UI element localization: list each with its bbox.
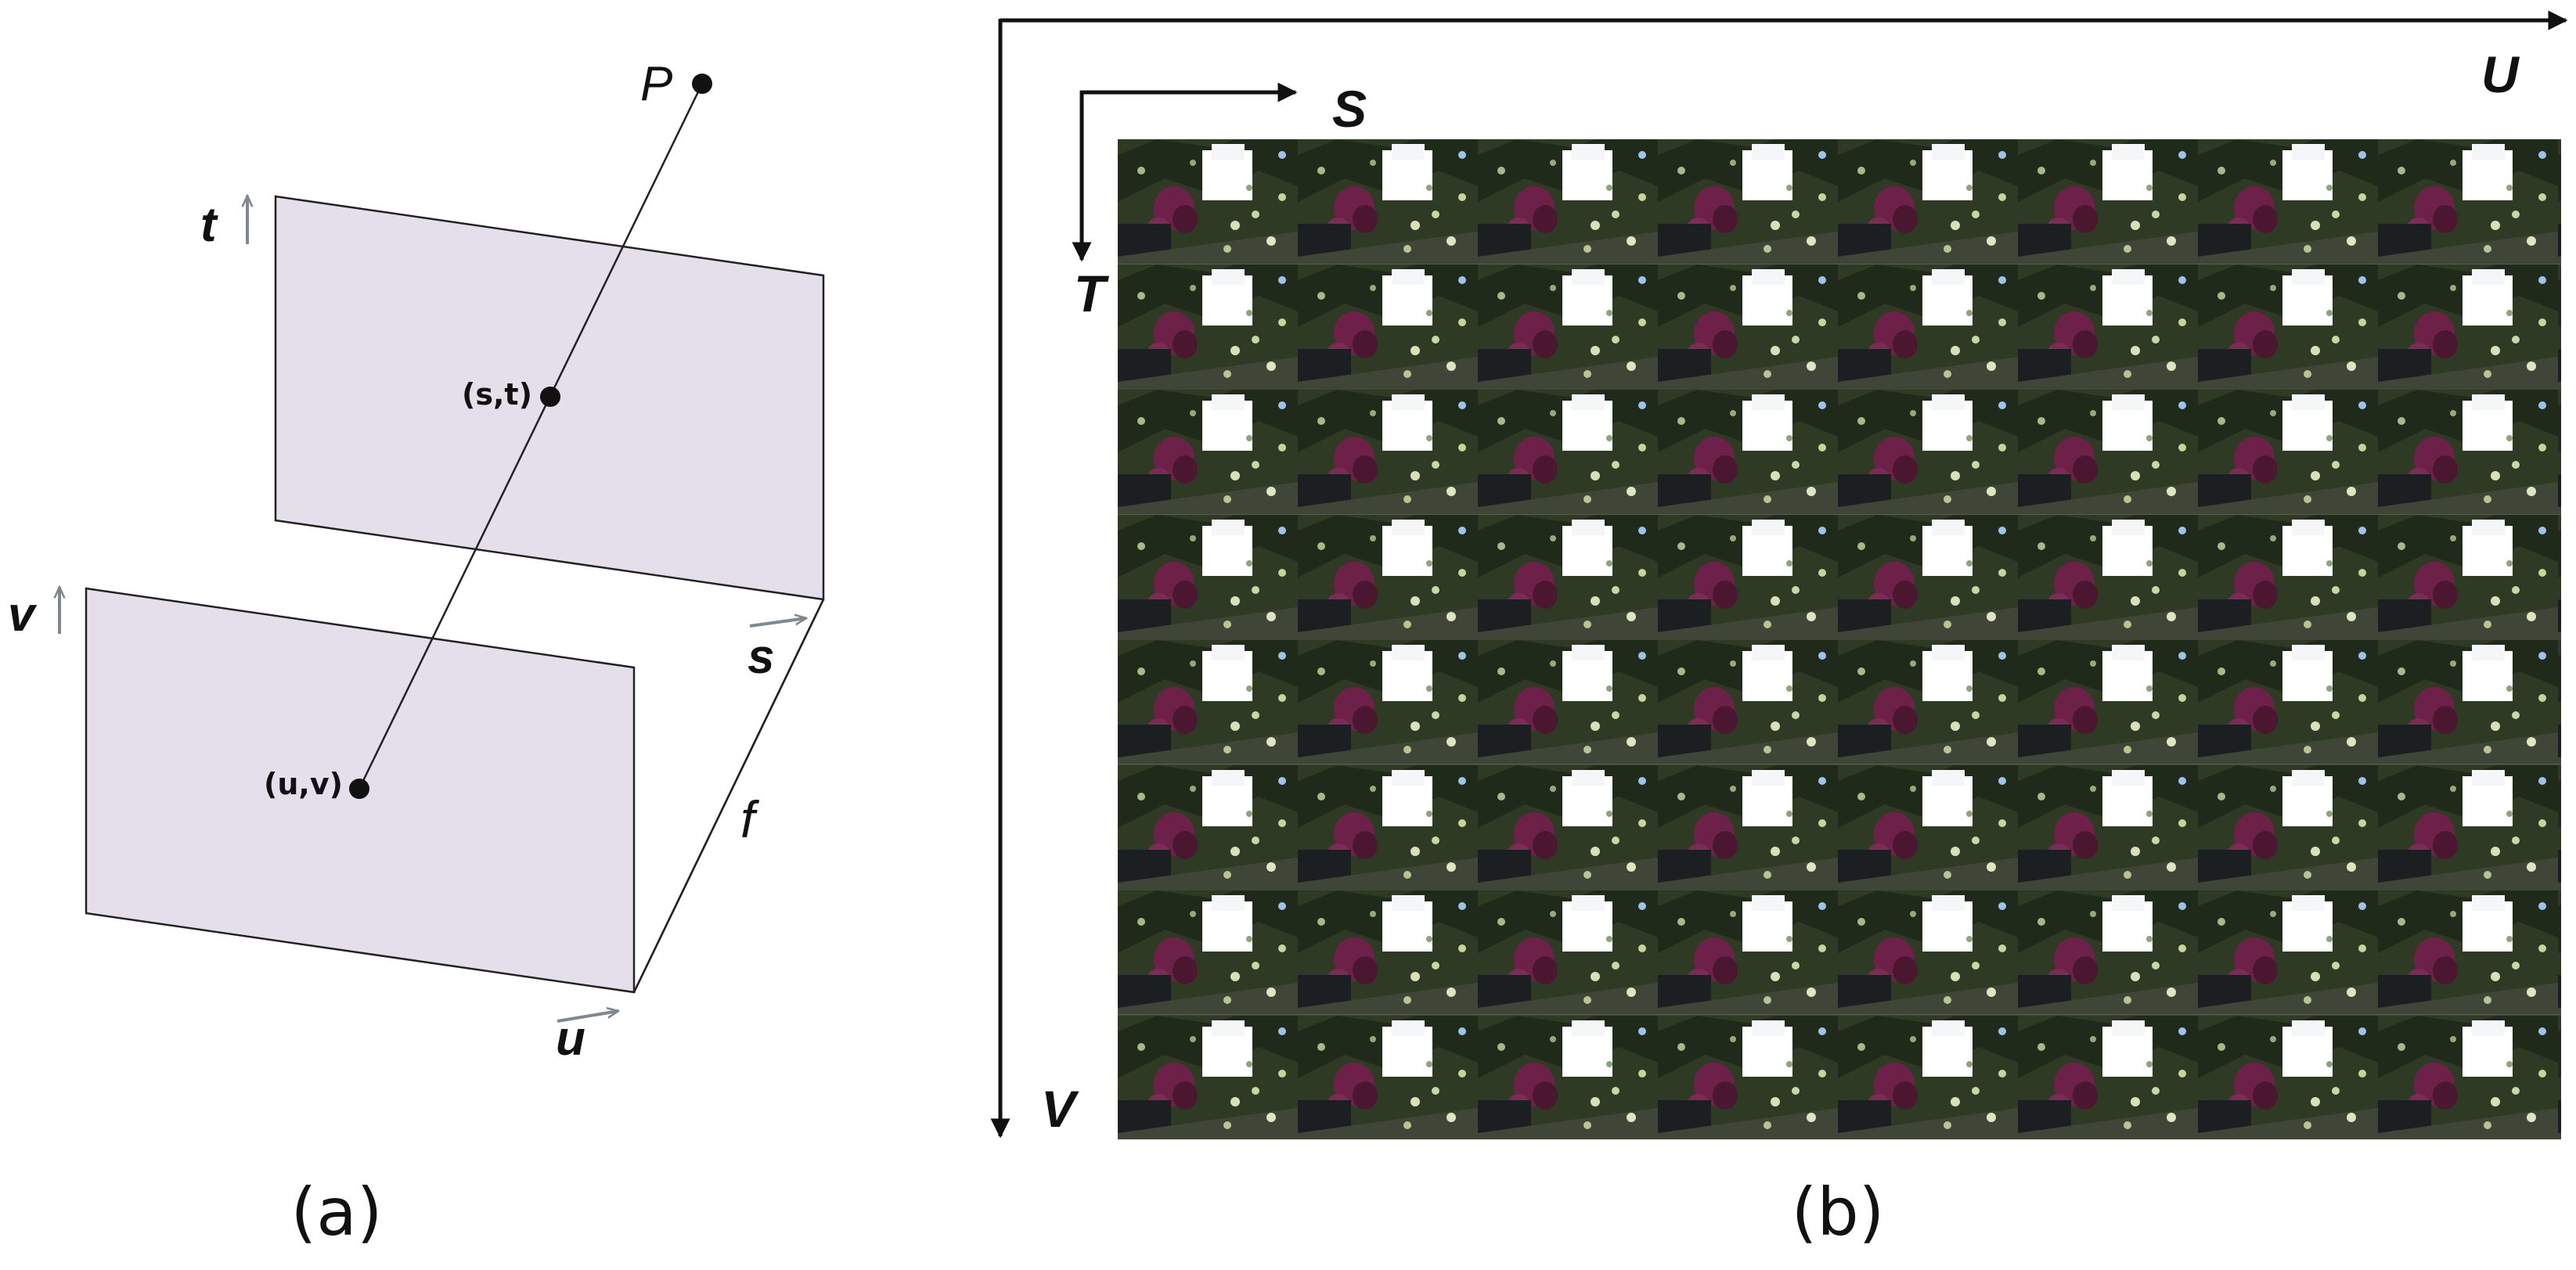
light-field-view-r2-c4 [1659, 264, 1839, 390]
point-uv-label: (u,v) [264, 767, 343, 801]
light-field-view-r8-c3 [1479, 1014, 1659, 1140]
light-field-view-r6-c3 [1479, 764, 1659, 890]
light-field-view-r6-c5 [1839, 764, 2020, 890]
light-field-view-r1-c8 [2380, 139, 2561, 264]
light-field-view-r4-c1 [1118, 514, 1299, 640]
light-field-view-r8-c7 [2200, 1014, 2381, 1140]
caption-a: (a) [290, 1174, 382, 1250]
light-field-view-r5-c4 [1659, 639, 1839, 765]
light-field-view-r7-c1 [1118, 889, 1299, 1015]
light-field-view-r5-c2 [1298, 639, 1479, 765]
light-field-view-r1-c6 [2019, 139, 2200, 264]
light-field-view-r5-c7 [2200, 639, 2381, 765]
s-axis-arrow [749, 618, 806, 628]
light-field-view-r1-c1 [1118, 139, 1299, 264]
light-field-view-r7-c5 [1839, 889, 2020, 1015]
u-axis-arrow [557, 1011, 618, 1023]
light-field-view-r1-c2 [1298, 139, 1479, 264]
light-field-view-r7-c4 [1659, 889, 1839, 1015]
panel-b: U V S T (b) [990, 10, 2568, 1250]
light-field-view-r8-c5 [1839, 1014, 2020, 1140]
focal-label: f [740, 790, 760, 848]
light-field-view-r6-c1 [1118, 764, 1299, 890]
light-field-view-r3-c4 [1659, 389, 1839, 515]
light-field-view-r7-c2 [1298, 889, 1479, 1015]
light-field-view-r1-c7 [2200, 139, 2381, 264]
panel-a: P (s,t) (u,v) t v s u f (a) [8, 57, 825, 1250]
light-field-view-r3-c5 [1839, 389, 2020, 515]
light-field-view-r8-c1 [1118, 1014, 1299, 1140]
light-field-view-r3-c2 [1298, 389, 1479, 515]
light-field-view-r8-c2 [1298, 1014, 1479, 1140]
light-field-view-r4-c2 [1298, 514, 1479, 640]
light-field-view-r8-c8 [2380, 1014, 2561, 1140]
light-field-view-r5-c1 [1118, 639, 1299, 765]
point-st-dot [540, 387, 560, 407]
focal-line [632, 599, 825, 993]
light-field-view-r7-c3 [1479, 889, 1659, 1015]
light-field-view-r2-c7 [2200, 264, 2381, 390]
light-field-view-r1-c4 [1659, 139, 1839, 264]
light-field-view-r3-c1 [1118, 389, 1299, 515]
v-axis-label: v [8, 588, 38, 642]
point-p-dot [692, 74, 712, 94]
inner-s-label: S [1332, 80, 1367, 138]
t-axis-label: t [200, 198, 218, 252]
light-field-view-r7-c6 [2019, 889, 2200, 1015]
light-field-view-r5-c5 [1839, 639, 2020, 765]
point-uv-dot [349, 779, 369, 799]
light-field-grid [1118, 139, 2561, 1140]
light-field-view-r3-c7 [2200, 389, 2381, 515]
light-field-view-r5-c8 [2380, 639, 2561, 765]
light-field-view-r2-c6 [2019, 264, 2200, 390]
light-field-view-r6-c8 [2380, 764, 2561, 890]
inner-t-label: T [1074, 264, 1109, 322]
light-field-view-r4-c4 [1659, 514, 1839, 640]
light-field-view-r1-c3 [1479, 139, 1659, 264]
light-field-view-r5-c3 [1479, 639, 1659, 765]
outer-v-label: V [1041, 1080, 1079, 1138]
light-field-view-r4-c7 [2200, 514, 2381, 640]
light-field-view-r3-c3 [1479, 389, 1659, 515]
light-field-view-r2-c2 [1298, 264, 1479, 390]
outer-u-label: U [2481, 45, 2520, 103]
light-field-view-r7-c7 [2200, 889, 2381, 1015]
light-field-view-r8-c4 [1659, 1014, 1839, 1140]
light-ray [358, 83, 704, 790]
light-field-view-r2-c1 [1118, 264, 1299, 390]
light-field-view-r4-c6 [2019, 514, 2200, 640]
light-field-view-r2-c5 [1839, 264, 2020, 390]
light-field-view-r2-c3 [1479, 264, 1659, 390]
light-field-view-r1-c5 [1839, 139, 2020, 264]
light-field-view-r5-c6 [2019, 639, 2200, 765]
light-field-view-r4-c8 [2380, 514, 2561, 640]
light-field-view-r3-c6 [2019, 389, 2200, 515]
point-st-label: (s,t) [462, 377, 532, 412]
u-axis-label: u [556, 1012, 585, 1066]
point-p-label: P [640, 57, 672, 111]
light-field-view-r6-c4 [1659, 764, 1839, 890]
light-field-view-r4-c5 [1839, 514, 2020, 640]
light-field-view-r3-c8 [2380, 389, 2561, 515]
light-field-view-r7-c8 [2380, 889, 2561, 1015]
light-field-view-r6-c6 [2019, 764, 2200, 890]
light-field-view-r2-c8 [2380, 264, 2561, 390]
s-axis-label: s [748, 630, 774, 684]
light-field-view-r6-c7 [2200, 764, 2381, 890]
caption-b: (b) [1792, 1174, 1885, 1250]
light-field-view-r4-c3 [1479, 514, 1659, 640]
light-field-view-r8-c6 [2019, 1014, 2200, 1140]
light-field-view-r6-c2 [1298, 764, 1479, 890]
